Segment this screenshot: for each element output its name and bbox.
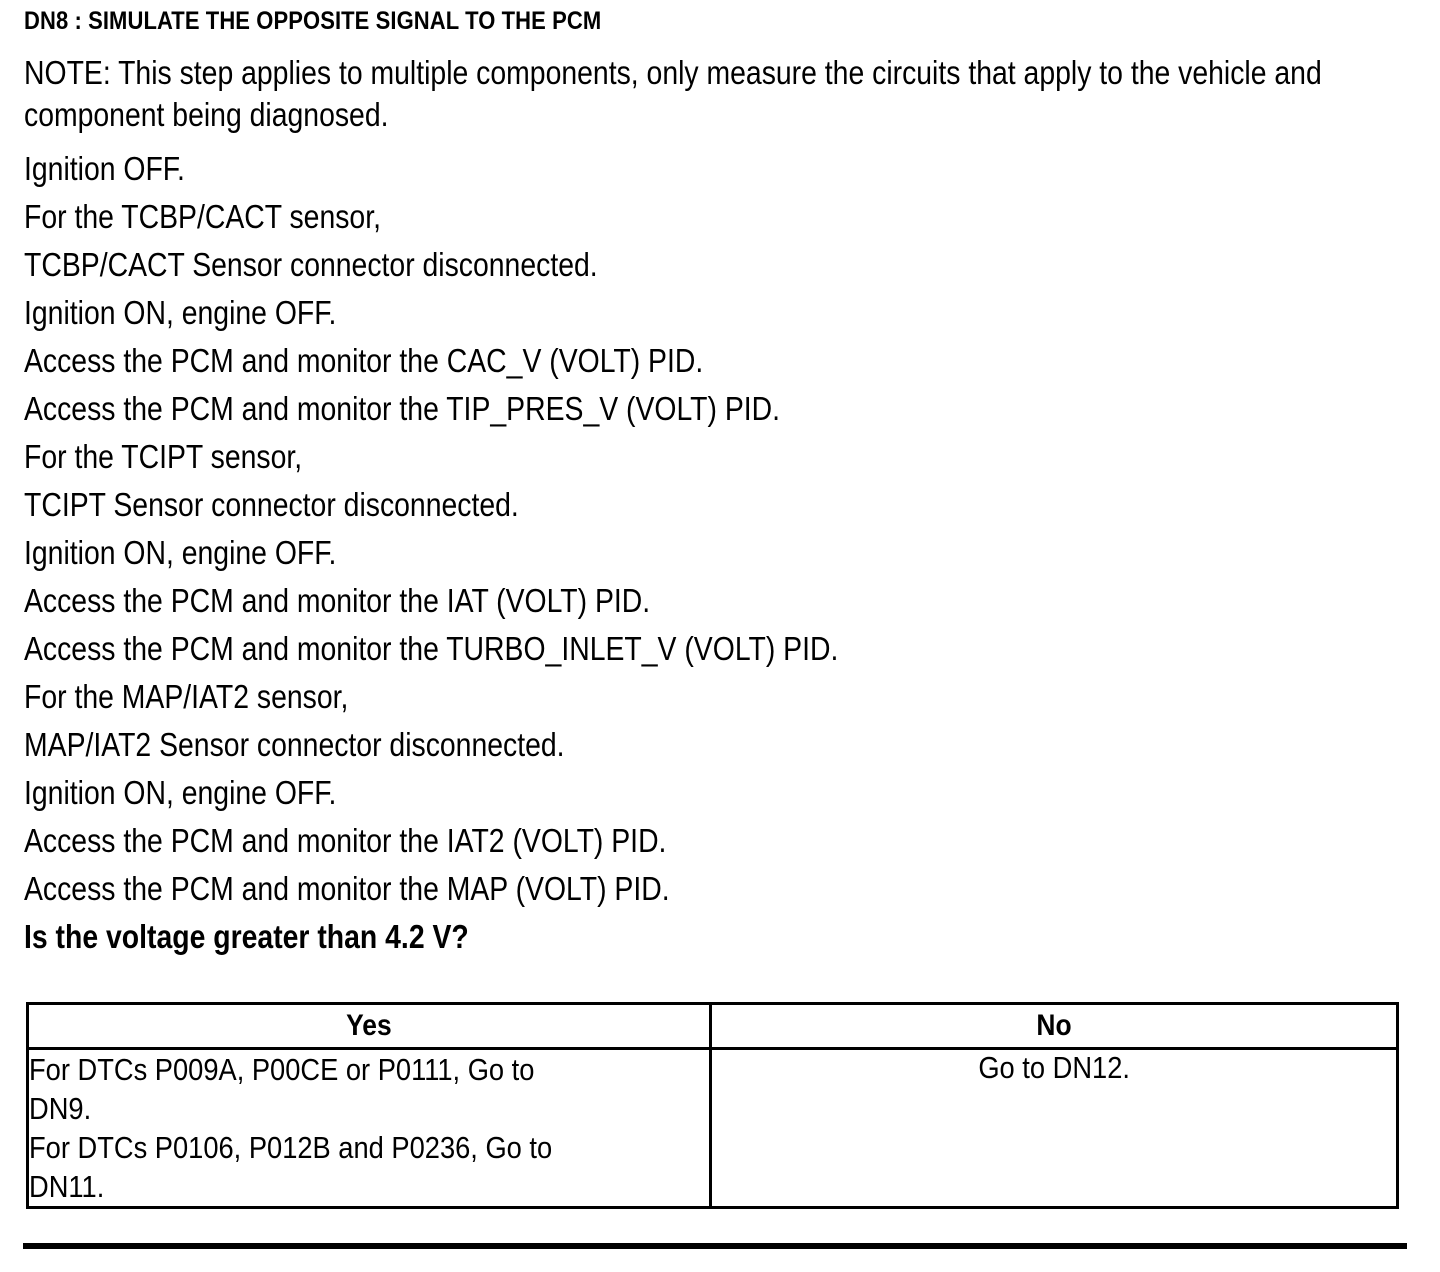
instruction-line-11: Access the PCM and monitor the TURBO_INL… — [24, 630, 839, 667]
instruction-body: NOTE: This step applies to multiple comp… — [24, 52, 1440, 961]
instruction-line-7: For the TCIPT sensor, — [24, 438, 303, 475]
table-cell-no: Go to DN12. — [709, 1047, 1399, 1209]
instruction-line-2: For the TCBP/CACT sensor, — [24, 198, 381, 235]
diagnostic-question: Is the voltage greater than 4.2 V? — [24, 918, 469, 955]
instruction-line-1: Ignition OFF. — [24, 150, 185, 187]
instruction-line-9: Ignition ON, engine OFF. — [24, 534, 337, 571]
table-row: For DTCs P009A, P00CE or P0111, Go to DN… — [26, 1047, 1399, 1209]
bottom-divider — [23, 1243, 1407, 1249]
page-title: DN8 : SIMULATE THE OPPOSITE SIGNAL TO TH… — [24, 7, 602, 35]
yes-action-line-1: For DTCs P009A, P00CE or P0111, Go to — [29, 1052, 535, 1087]
instruction-line-10: Access the PCM and monitor the IAT (VOLT… — [24, 582, 651, 619]
instruction-line-4: Ignition ON, engine OFF. — [24, 294, 337, 331]
yes-action-line-3: For DTCs P0106, P012B and P0236, Go to — [29, 1130, 553, 1165]
instruction-line-6: Access the PCM and monitor the TIP_PRES_… — [24, 390, 781, 427]
table-header-yes-label: Yes — [346, 1009, 392, 1042]
table-header-no: No — [709, 1002, 1399, 1050]
instruction-line-13: MAP/IAT2 Sensor connector disconnected. — [24, 726, 565, 763]
yes-action-line-4: DN11. — [29, 1169, 105, 1204]
yes-action-lines: For DTCs P009A, P00CE or P0111, Go to DN… — [29, 1050, 707, 1206]
table-header-yes: Yes — [26, 1002, 712, 1050]
instruction-line-15: Access the PCM and monitor the IAT2 (VOL… — [24, 822, 667, 859]
instruction-line-5: Access the PCM and monitor the CAC_V (VO… — [24, 342, 704, 379]
table-cell-yes: For DTCs P009A, P00CE or P0111, Go to DN… — [26, 1047, 712, 1209]
instruction-line-12: For the MAP/IAT2 sensor, — [24, 678, 349, 715]
table-header-row: Yes No — [26, 1002, 1399, 1050]
instruction-line-8: TCIPT Sensor connector disconnected. — [24, 486, 519, 523]
instruction-line-14: Ignition ON, engine OFF. — [24, 774, 337, 811]
instruction-line-16: Access the PCM and monitor the MAP (VOLT… — [24, 870, 670, 907]
instruction-line-3: TCBP/CACT Sensor connector disconnected. — [24, 246, 598, 283]
table-header-no-label: No — [1036, 1009, 1072, 1042]
result-table: Yes No For DTCs P009A, P00CE or P0111, G… — [26, 1002, 1399, 1209]
yes-action-line-2: DN9. — [29, 1091, 92, 1126]
note-paragraph: NOTE: This step applies to multiple comp… — [24, 54, 1322, 133]
no-action-text: Go to DN12. — [978, 1050, 1130, 1085]
